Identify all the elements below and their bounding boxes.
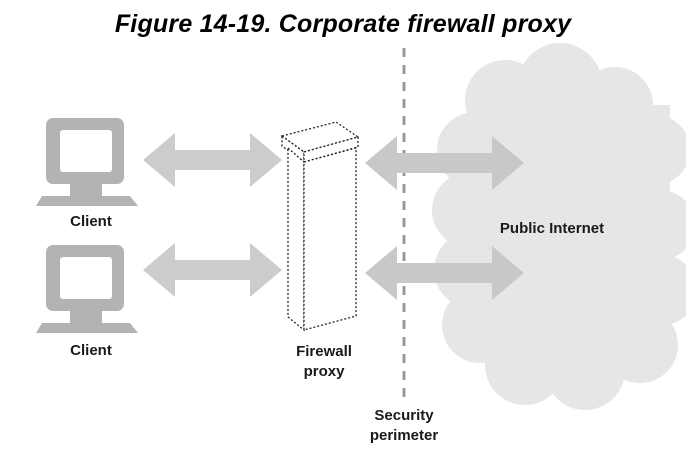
firewall-proxy-tower-icon (280, 121, 360, 332)
perimeter-label-line2: perimeter (370, 427, 439, 444)
client-firewall-arrow-bottom (143, 243, 282, 297)
client-label-top: Client (70, 213, 112, 230)
client-firewall-arrow-top (143, 133, 282, 187)
perimeter-label-line1: Security (374, 407, 434, 424)
client-label-bottom: Client (70, 342, 112, 359)
figure-title: Figure 14-19. Corporate firewall proxy (114, 10, 572, 38)
firewall-internet-arrow-top (365, 136, 524, 190)
internet-label: Public Internet (500, 220, 604, 237)
firewall-label-line2: proxy (304, 363, 346, 380)
firewall-internet-arrow-bottom (365, 246, 524, 300)
client-computer-icon-top (36, 118, 138, 206)
firewall-label-line1: Firewall (296, 343, 352, 360)
client-computer-icon-bottom (36, 245, 138, 333)
